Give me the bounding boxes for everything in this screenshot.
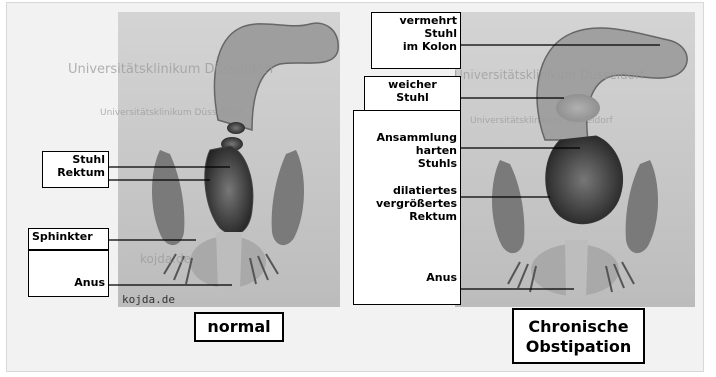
left-stool-small-1 <box>227 122 245 134</box>
label-weicher-stuhl: weicher Stuhl <box>364 76 461 112</box>
caption-chronische-obstipation: Chronische Obstipation <box>512 308 645 364</box>
label-stuhl-rektum: Stuhl Rektum <box>42 151 109 188</box>
watermark-3: Universitätsklinikum Düsseldorf <box>454 68 644 82</box>
label-anus-left: Anus <box>28 250 109 297</box>
left-anal-canal <box>216 232 242 290</box>
right-hard-stool <box>546 136 623 224</box>
caption-normal: normal <box>194 312 284 342</box>
watermark-2: Universitätsklinikum Düsseldorf <box>100 108 243 118</box>
credit-text: kojda.de <box>122 293 175 306</box>
label-sphinkter: Sphinkter <box>28 228 109 250</box>
watermark-5: kojda.de <box>140 252 191 266</box>
watermark-1: Universitätsklinikum Düsseldorf <box>68 62 274 77</box>
label-vermehrt-stuhl: vermehrt Stuhl im Kolon <box>371 12 461 69</box>
watermark-4: Universitätsklinikum Düsseldorf <box>470 116 613 126</box>
label-ansammlung-dilatiertes-anus: Ansammlung harten Stuhls dilatiertes ver… <box>353 110 461 305</box>
